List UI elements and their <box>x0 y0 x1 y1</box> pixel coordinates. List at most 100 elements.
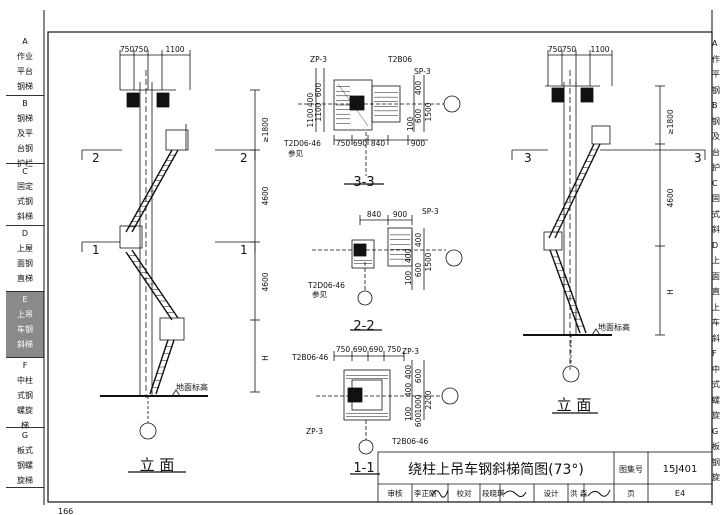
title-block <box>377 451 713 503</box>
right-tab-label: 上 <box>712 302 720 312</box>
checker-signature <box>503 490 527 498</box>
dim-text: 4600 <box>261 186 270 205</box>
part-label: T2D06-46 <box>283 139 321 148</box>
section-1-1 <box>316 351 459 475</box>
dim-text: 900 <box>411 139 426 148</box>
tab-label: 平台 <box>17 67 33 76</box>
part-label: T2B06-46 <box>291 353 329 362</box>
right-tab-label: B <box>712 101 718 110</box>
dim-text: 690 <box>369 345 384 354</box>
dim-text: 2200 <box>424 390 433 409</box>
part-label: T2B06 <box>387 55 412 64</box>
tab-label: 上吊 <box>17 310 33 319</box>
dim-text: 690 <box>353 345 368 354</box>
dim-text: 400 <box>404 383 413 398</box>
right-tab-label: 面 <box>712 271 720 281</box>
tab-label: 式钢 <box>17 391 33 400</box>
part-label: SP-3 <box>422 207 439 216</box>
tab-label: 斜梯 <box>17 340 33 349</box>
dim-text: 750 <box>387 345 402 354</box>
tab-label: 钢螺 <box>17 461 33 470</box>
right-tab-label: D <box>712 240 719 250</box>
dim-text: 400 <box>404 365 413 380</box>
dim-text: 840 <box>367 210 382 219</box>
dim-text: 750 <box>548 45 563 54</box>
tab-label: 台钢 <box>17 144 33 153</box>
dim-text: 840 <box>371 139 386 148</box>
section-title: 3-3 <box>353 175 374 190</box>
dim-text: 1100 <box>165 45 184 54</box>
dim-text: 1100 <box>314 102 323 121</box>
section-mark: 2 <box>240 151 248 165</box>
dim-text: 1000 <box>414 394 423 413</box>
dim-text: 1500 <box>424 252 433 271</box>
dim-text: 900 <box>393 210 408 219</box>
tab-label: 固定 <box>17 182 33 191</box>
right-tab-label: 斜 <box>712 225 720 234</box>
check-label: 校对 <box>457 488 472 498</box>
dim-text: H <box>261 355 270 361</box>
part-label: ZP-3 <box>306 427 323 436</box>
dim-text: 1100 <box>590 45 609 54</box>
part-label: 参见 <box>312 289 327 299</box>
right-elevation <box>511 50 706 414</box>
dim-text: ≥1800 <box>666 109 675 135</box>
tab-label: 斜梯 <box>17 212 33 221</box>
designer-signature <box>587 489 611 497</box>
right-tab-label: 上 <box>712 256 720 265</box>
dim-text: 1500 <box>424 102 433 121</box>
tab-letter: D <box>21 229 29 238</box>
dim-text: 4600 <box>666 188 675 207</box>
section-2-2 <box>312 215 463 331</box>
dim-text: 690 <box>353 139 368 148</box>
dim-text: 600 <box>414 369 423 384</box>
design-label: 设计 <box>544 488 559 498</box>
dim-text: 750 <box>134 45 149 54</box>
right-tab-label: 斜 <box>712 333 720 343</box>
right-tab-label: 护 <box>712 163 720 172</box>
part-label: SP-3 <box>414 67 431 76</box>
part-label: ZP-3 <box>402 347 419 356</box>
tab-label: 旋梯 <box>17 476 33 485</box>
tab-label: 及平 <box>17 129 33 138</box>
dim-text: 400 <box>414 233 423 248</box>
left-elevation-title: 立 面 <box>140 456 175 474</box>
part-label: ZP-3 <box>310 55 327 64</box>
right-tab-label: 直 <box>712 287 720 296</box>
checker-name: 段晓琪 <box>482 488 505 498</box>
tab-label: 面钢 <box>17 259 33 268</box>
section-title: 2-2 <box>353 319 374 334</box>
part-label: T2D06-46 <box>307 281 345 290</box>
right-tab-label: 钢 <box>712 85 720 95</box>
dim-text: 600 <box>414 263 423 278</box>
dim-text: 100 <box>404 271 413 286</box>
reviewer-signature <box>431 489 449 498</box>
tab-label: 作业 <box>17 52 33 61</box>
tab-label: 螺旋 <box>17 406 33 415</box>
right-tab-label: 台 <box>712 147 720 157</box>
dim-text: 1100 <box>306 108 315 127</box>
dim-text: 400 <box>306 93 315 108</box>
left-elevation <box>81 50 260 473</box>
right-tab-label: 作 <box>712 54 720 64</box>
tab-label: 钢梯 <box>17 114 33 123</box>
right-tab-label: 旋 <box>712 473 720 482</box>
section-mark: 3 <box>694 151 702 165</box>
right-tab-label: 固 <box>712 194 720 203</box>
tab-letter: E <box>22 295 28 304</box>
right-tab-label: 式 <box>712 380 720 389</box>
right-tab-label: G <box>712 426 719 436</box>
tab-label: 直梯 <box>17 274 33 283</box>
right-tab-label: 中 <box>712 364 720 374</box>
right-tab-label: 旋 <box>712 411 720 420</box>
right-tab-label: 平 <box>712 70 720 79</box>
